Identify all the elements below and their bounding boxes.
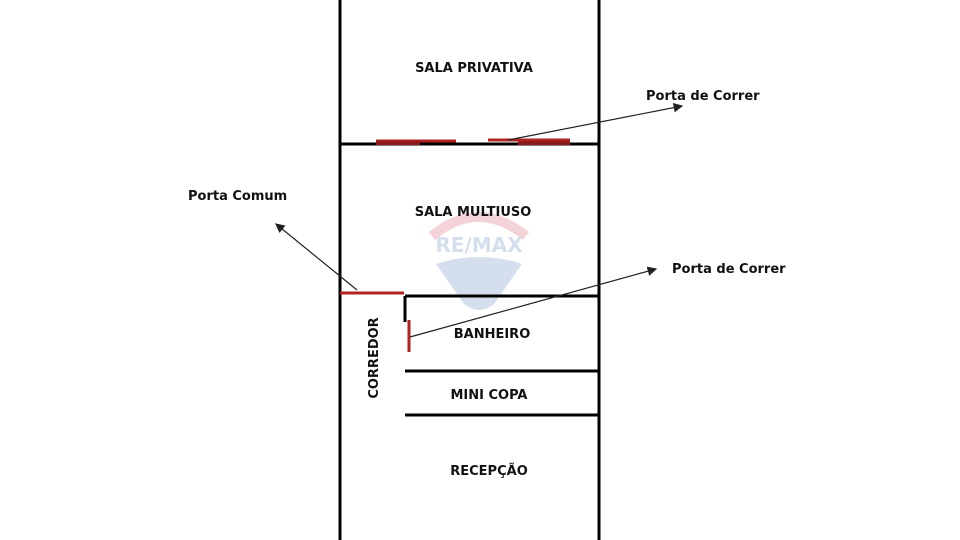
annotation-porta-correr-2: Porta de Correr bbox=[672, 262, 786, 277]
arrow-porta-correr-2 bbox=[409, 266, 658, 338]
annotation-porta-correr-1: Porta de Correr bbox=[646, 89, 760, 104]
room-label-sala-privativa: SALA PRIVATIVA bbox=[415, 61, 533, 76]
annotation-porta-comum: Porta Comum bbox=[188, 189, 287, 204]
room-label-sala-multiuso: SALA MULTIUSO bbox=[415, 205, 532, 220]
room-label-banheiro: BANHEIRO bbox=[454, 327, 531, 342]
arrow-porta-comum bbox=[275, 223, 358, 291]
room-label-corredor: CORREDOR bbox=[367, 317, 382, 398]
remax-watermark: RE/MAX bbox=[428, 212, 530, 310]
arrow-porta-correr-1 bbox=[507, 102, 684, 141]
remax-watermark-text: RE/MAX bbox=[435, 233, 523, 257]
room-label-mini-copa: MINI COPA bbox=[450, 388, 527, 403]
room-label-recepcao: RECEPÇÃO bbox=[450, 463, 528, 479]
